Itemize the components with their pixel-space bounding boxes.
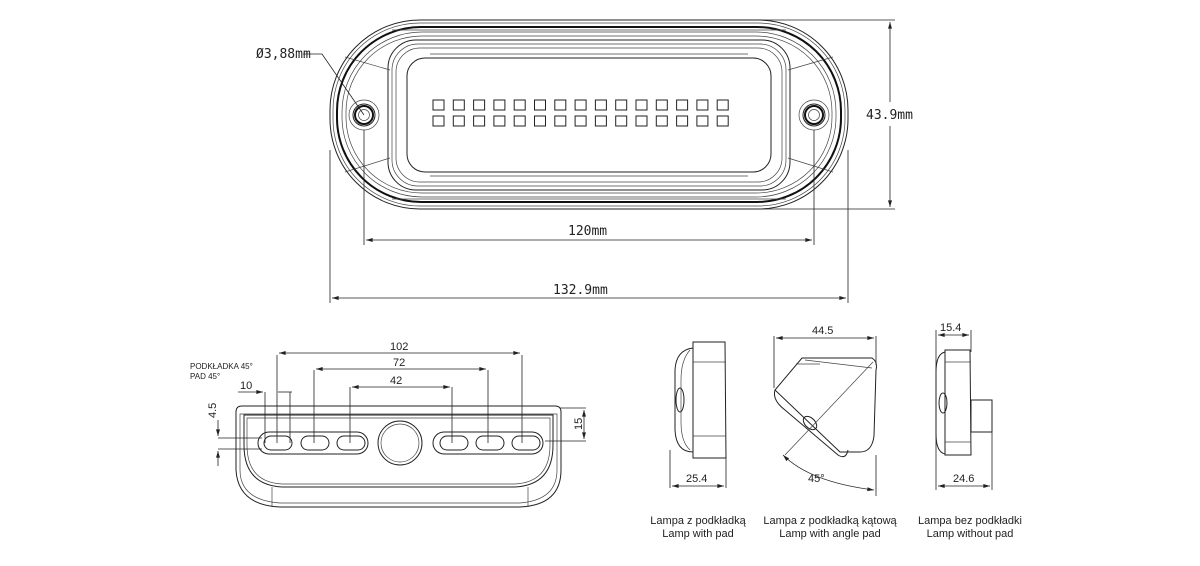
front-view-dimensions: Ø3,88mm 43.9mm 120mm 132.9mm <box>256 19 913 303</box>
dim-24-6: 24.6 <box>953 473 974 485</box>
side-view-angle-pad: 44.5 45° <box>773 325 877 496</box>
led-icon <box>473 115 486 127</box>
pad-note-en: PAD 45° <box>190 372 220 381</box>
caption-angle-pad: Lampa z podkładką kątową Lamp with angle… <box>750 515 910 541</box>
caption-en: Lamp without pad <box>926 528 1014 540</box>
dim-102: 102 <box>390 341 408 353</box>
dim-10: 10 <box>240 380 252 392</box>
led-icon <box>716 115 729 127</box>
led-icon <box>696 99 709 111</box>
caption-pl: Lampa z podkładką <box>650 515 746 527</box>
led-icon <box>452 115 465 127</box>
bottom-view-lamp <box>235 405 562 508</box>
led-icon <box>513 99 526 111</box>
dim-42: 42 <box>390 375 402 387</box>
led-icon <box>513 115 526 127</box>
led-icon <box>452 99 465 111</box>
dim-25-4: 25.4 <box>686 473 707 485</box>
caption-pl: Lampa bez podkładki <box>918 515 1022 527</box>
led-icon <box>554 115 567 127</box>
led-icon <box>534 115 546 127</box>
caption-en: Lamp with pad <box>662 528 734 540</box>
hole-diameter-label: Ø3,88mm <box>256 47 311 62</box>
led-icon <box>432 115 445 127</box>
led-icon <box>716 99 729 111</box>
led-icon <box>676 99 689 111</box>
led-icon <box>655 99 668 111</box>
led-grid <box>432 99 729 127</box>
led-icon <box>696 115 709 127</box>
caption-with-pad: Lampa z podkładką Lamp with pad <box>618 515 778 541</box>
front-view-lamp <box>329 19 849 210</box>
led-icon <box>635 115 648 127</box>
led-icon <box>594 115 607 127</box>
led-icon <box>432 99 445 111</box>
dim-44-5: 44.5 <box>812 325 833 337</box>
pad-note-pl: PODKŁADKA 45° <box>190 362 253 371</box>
led-icon <box>655 115 668 127</box>
led-icon <box>635 99 648 111</box>
dim-72: 72 <box>393 357 405 369</box>
side-view-with-pad: 25.4 <box>669 341 727 488</box>
led-icon <box>554 99 567 111</box>
angle-45: 45° <box>808 473 825 485</box>
mounting-hole-right <box>798 99 830 131</box>
dim-15-4: 15.4 <box>940 322 961 334</box>
led-icon <box>594 99 607 111</box>
caption-without-pad: Lampa bez podkładki Lamp without pad <box>890 515 1050 541</box>
led-icon <box>676 115 689 127</box>
led-icon <box>473 99 486 111</box>
caption-en: Lamp with angle pad <box>779 528 881 540</box>
led-icon <box>615 99 628 111</box>
dim-4-5: 4.5 <box>207 403 219 418</box>
led-icon <box>493 99 506 111</box>
led-icon <box>615 115 628 127</box>
hole-spacing-label: 120mm <box>568 224 607 239</box>
dim-15: 15 <box>573 418 585 430</box>
overall-width-label: 132.9mm <box>553 283 608 298</box>
height-label: 43.9mm <box>866 108 913 123</box>
caption-pl: Lampa z podkładką kątową <box>763 515 897 527</box>
led-icon <box>493 115 506 127</box>
bottom-view-dimensions: PODKŁADKA 45° PAD 45° 102 72 42 10 4.5 1… <box>190 341 586 466</box>
led-icon <box>574 115 587 127</box>
led-icon <box>574 99 587 111</box>
mounting-hole-left <box>348 99 380 131</box>
side-view-without-pad: 15.4 24.6 <box>935 322 993 490</box>
led-icon <box>534 99 546 111</box>
